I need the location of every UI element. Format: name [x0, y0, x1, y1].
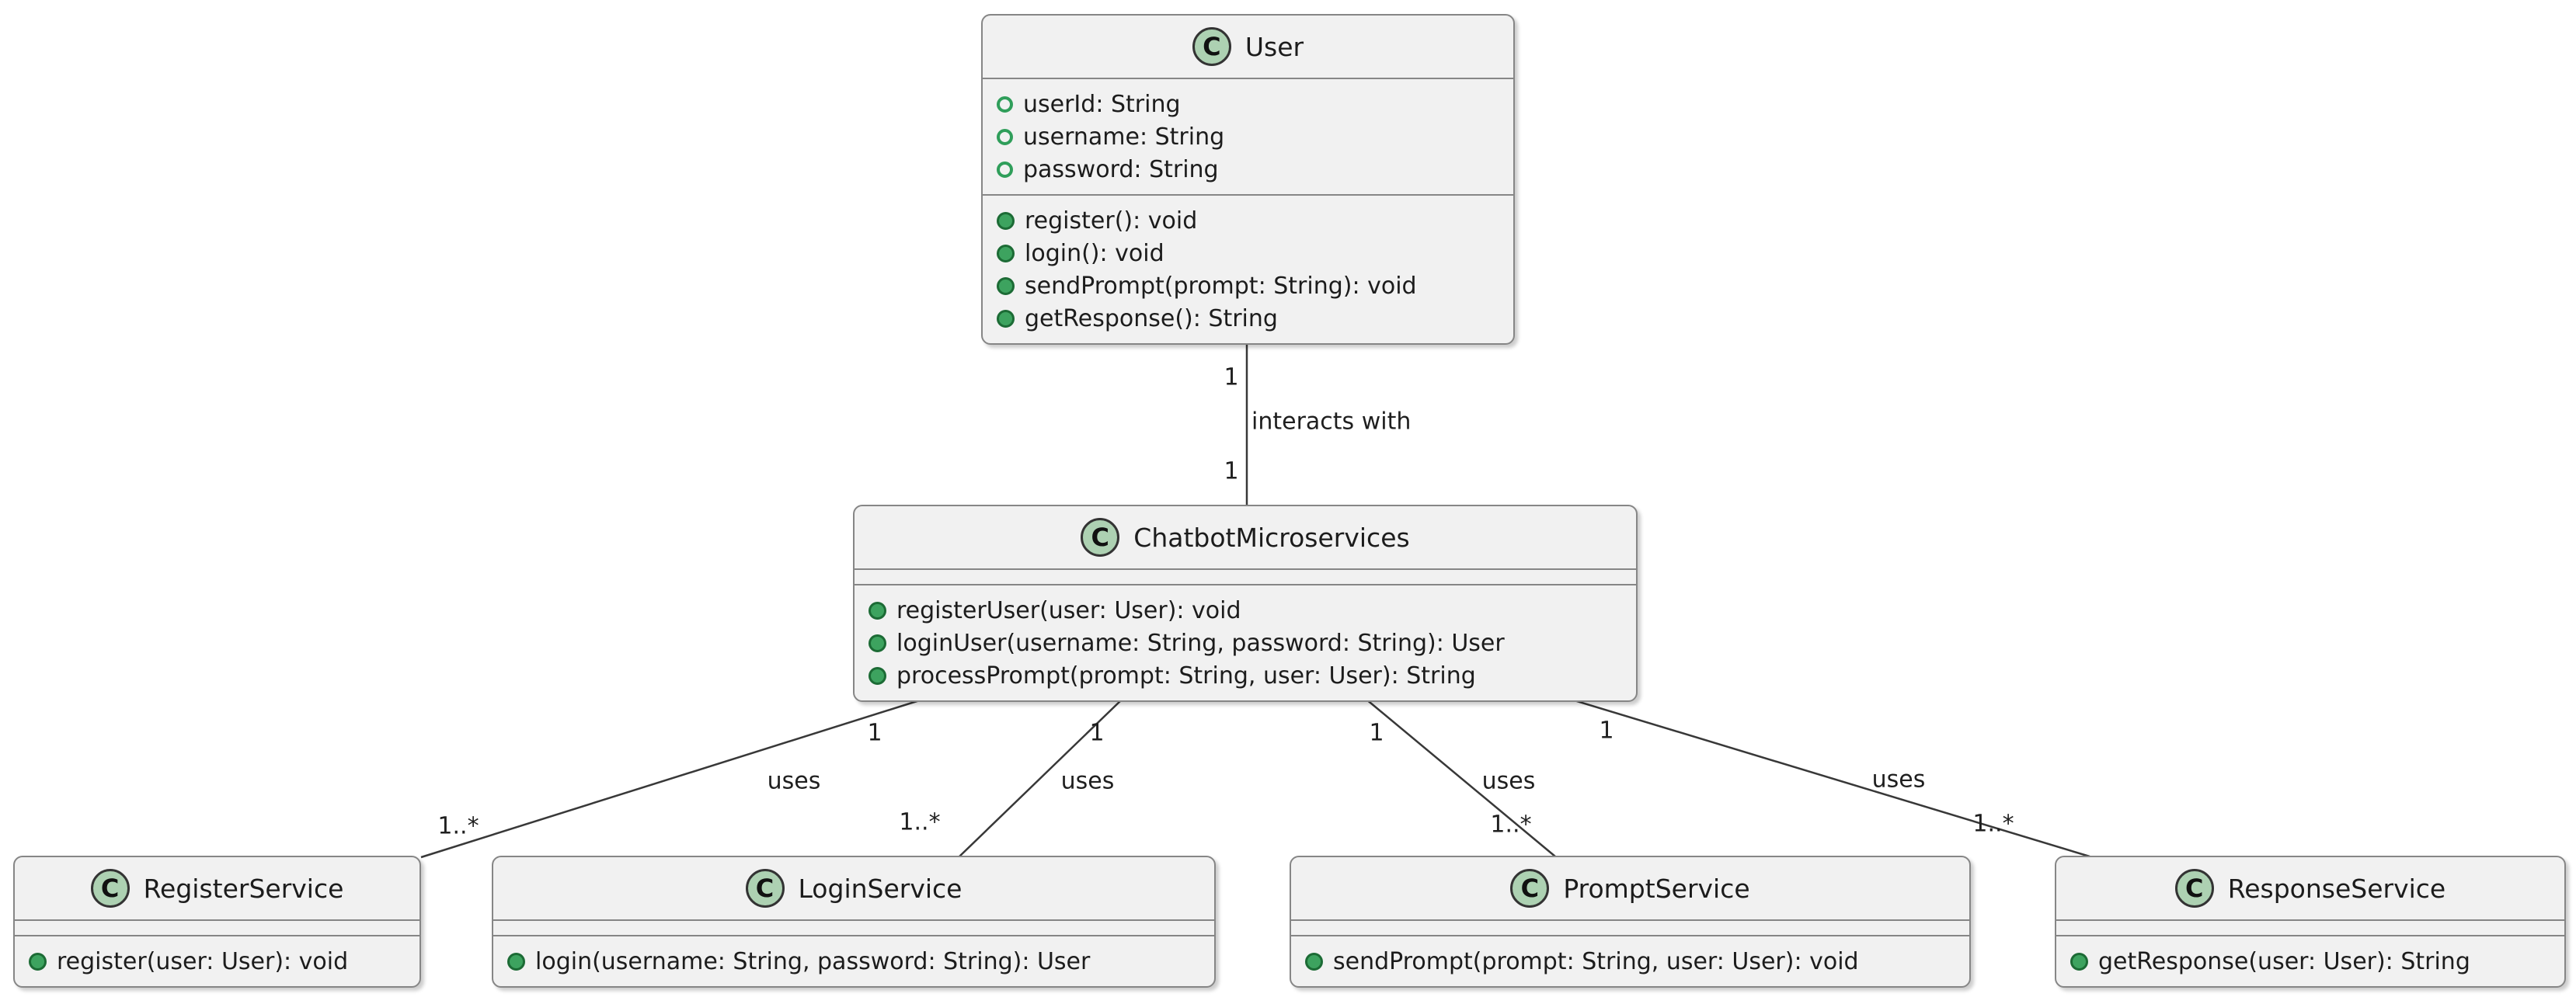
- member-text: getResponse(): String: [1025, 304, 1278, 332]
- class-header: C ResponseService: [2056, 857, 2564, 921]
- member-text: sendPrompt(prompt: String, user: User): …: [1333, 947, 1859, 975]
- multiplicity-label: 1..*: [437, 812, 479, 840]
- class-title: User: [1244, 31, 1304, 62]
- class-c-circle-icon: C: [1510, 869, 1550, 908]
- class-title: ResponseService: [2227, 873, 2446, 904]
- member-row: loginUser(username: String, password: St…: [865, 627, 1625, 659]
- method-icon: [507, 952, 525, 971]
- class-box-loginservice: C LoginService login(username: String, p…: [492, 856, 1216, 988]
- method-icon: [997, 309, 1015, 328]
- multiplicity-label: 1: [1599, 717, 1614, 745]
- association-line-chatbot-promptservice: [1365, 698, 1556, 857]
- class-title: LoginService: [798, 873, 963, 904]
- multiplicity-label: 1: [867, 719, 882, 747]
- member-row: register(): void: [994, 204, 1502, 237]
- class-box-chatbotmicroservices: C ChatbotMicroservices registerUser(user…: [853, 505, 1638, 702]
- multiplicity-label: 1..*: [1972, 810, 2014, 838]
- class-c-circle-icon: C: [90, 869, 130, 908]
- method-icon: [2070, 952, 2088, 971]
- method-icon: [29, 952, 47, 971]
- class-fields-section: [1291, 921, 1969, 936]
- member-text: login(): void: [1025, 239, 1164, 267]
- method-icon: [997, 211, 1015, 230]
- class-box-promptservice: C PromptService sendPrompt(prompt: Strin…: [1290, 856, 1971, 988]
- association-label: uses: [767, 767, 821, 795]
- association-label: uses: [1060, 767, 1115, 795]
- field-icon: [997, 161, 1013, 178]
- association-label: interacts with: [1251, 408, 1412, 436]
- multiplicity-label: 1: [1369, 719, 1384, 747]
- multiplicity-label: 1: [1089, 719, 1105, 747]
- field-icon: [997, 96, 1013, 113]
- member-text: login(username: String, password: String…: [535, 947, 1091, 975]
- multiplicity-label: 1: [1224, 363, 1239, 391]
- class-header: C ChatbotMicroservices: [855, 506, 1636, 570]
- member-text: processPrompt(prompt: String, user: User…: [896, 662, 1476, 690]
- member-text: register(user: User): void: [57, 947, 349, 975]
- class-c-circle-icon: C: [745, 869, 785, 908]
- member-row: getResponse(user: User): String: [2067, 945, 2553, 978]
- association-line-chatbot-registerservice: [420, 697, 925, 859]
- class-methods-section: sendPrompt(prompt: String, user: User): …: [1291, 936, 1969, 986]
- member-row: password: String: [994, 153, 1502, 186]
- class-fields-section: [493, 921, 1214, 936]
- class-fields-section: [855, 570, 1636, 585]
- member-row: processPrompt(prompt: String, user: User…: [865, 659, 1625, 692]
- class-fields-section: [2056, 921, 2564, 936]
- class-header: C User: [983, 16, 1513, 79]
- multiplicity-label: 1: [1224, 457, 1239, 485]
- member-row: register(user: User): void: [26, 945, 409, 978]
- multiplicity-label: 1..*: [1490, 811, 1532, 839]
- association-line-chatbot-loginservice: [959, 698, 1123, 857]
- method-icon: [869, 634, 886, 652]
- class-c-circle-icon: C: [1192, 27, 1231, 66]
- class-box-user: C User userId: String username: String pas…: [981, 14, 1515, 345]
- method-icon: [997, 276, 1015, 295]
- class-box-responseservice: C ResponseService getResponse(user: User…: [2055, 856, 2566, 988]
- method-icon: [869, 666, 886, 685]
- member-text: password: String: [1023, 155, 1219, 183]
- class-methods-section: login(username: String, password: String…: [493, 936, 1214, 986]
- member-row: sendPrompt(prompt: String, user: User): …: [1302, 945, 1958, 978]
- member-text: sendPrompt(prompt: String): void: [1025, 272, 1417, 300]
- member-text: register(): void: [1025, 207, 1198, 234]
- member-row: getResponse(): String: [994, 302, 1502, 335]
- member-row: userId: String: [994, 88, 1502, 120]
- member-text: loginUser(username: String, password: St…: [896, 629, 1505, 657]
- class-fields-section: userId: String username: String password: …: [983, 79, 1513, 196]
- class-box-registerservice: C RegisterService register(user: User): …: [13, 856, 421, 988]
- class-methods-section: register(): void login(): void sendPrompt(…: [983, 196, 1513, 343]
- class-c-circle-icon: C: [1081, 518, 1120, 557]
- member-text: registerUser(user: User): void: [896, 596, 1241, 624]
- member-row: username: String: [994, 120, 1502, 153]
- member-text: getResponse(user: User): String: [2098, 947, 2470, 975]
- class-title: ChatbotMicroservices: [1133, 522, 1410, 553]
- method-icon: [869, 601, 886, 620]
- association-label: uses: [1871, 766, 1926, 794]
- member-row: sendPrompt(prompt: String): void: [994, 269, 1502, 302]
- class-header: C PromptService: [1291, 857, 1969, 921]
- class-methods-section: register(user: User): void: [15, 936, 419, 986]
- member-text: username: String: [1023, 123, 1225, 151]
- class-title: RegisterService: [143, 873, 344, 904]
- member-row: login(): void: [994, 237, 1502, 269]
- member-row: registerUser(user: User): void: [865, 594, 1625, 627]
- association-label: uses: [1481, 767, 1536, 795]
- multiplicity-label: 1..*: [899, 808, 941, 836]
- class-c-circle-icon: C: [2174, 869, 2214, 908]
- field-icon: [997, 128, 1013, 145]
- class-methods-section: getResponse(user: User): String: [2056, 936, 2564, 986]
- class-title: PromptService: [1563, 873, 1750, 904]
- member-row: login(username: String, password: String…: [504, 945, 1203, 978]
- class-header: C RegisterService: [15, 857, 419, 921]
- member-text: userId: String: [1023, 90, 1181, 118]
- method-icon: [1305, 952, 1323, 971]
- class-fields-section: [15, 921, 419, 936]
- method-icon: [997, 244, 1015, 262]
- class-methods-section: registerUser(user: User): void loginUser(…: [855, 585, 1636, 700]
- association-line-chatbot-responseservice: [1568, 697, 2090, 858]
- class-header: C LoginService: [493, 857, 1214, 921]
